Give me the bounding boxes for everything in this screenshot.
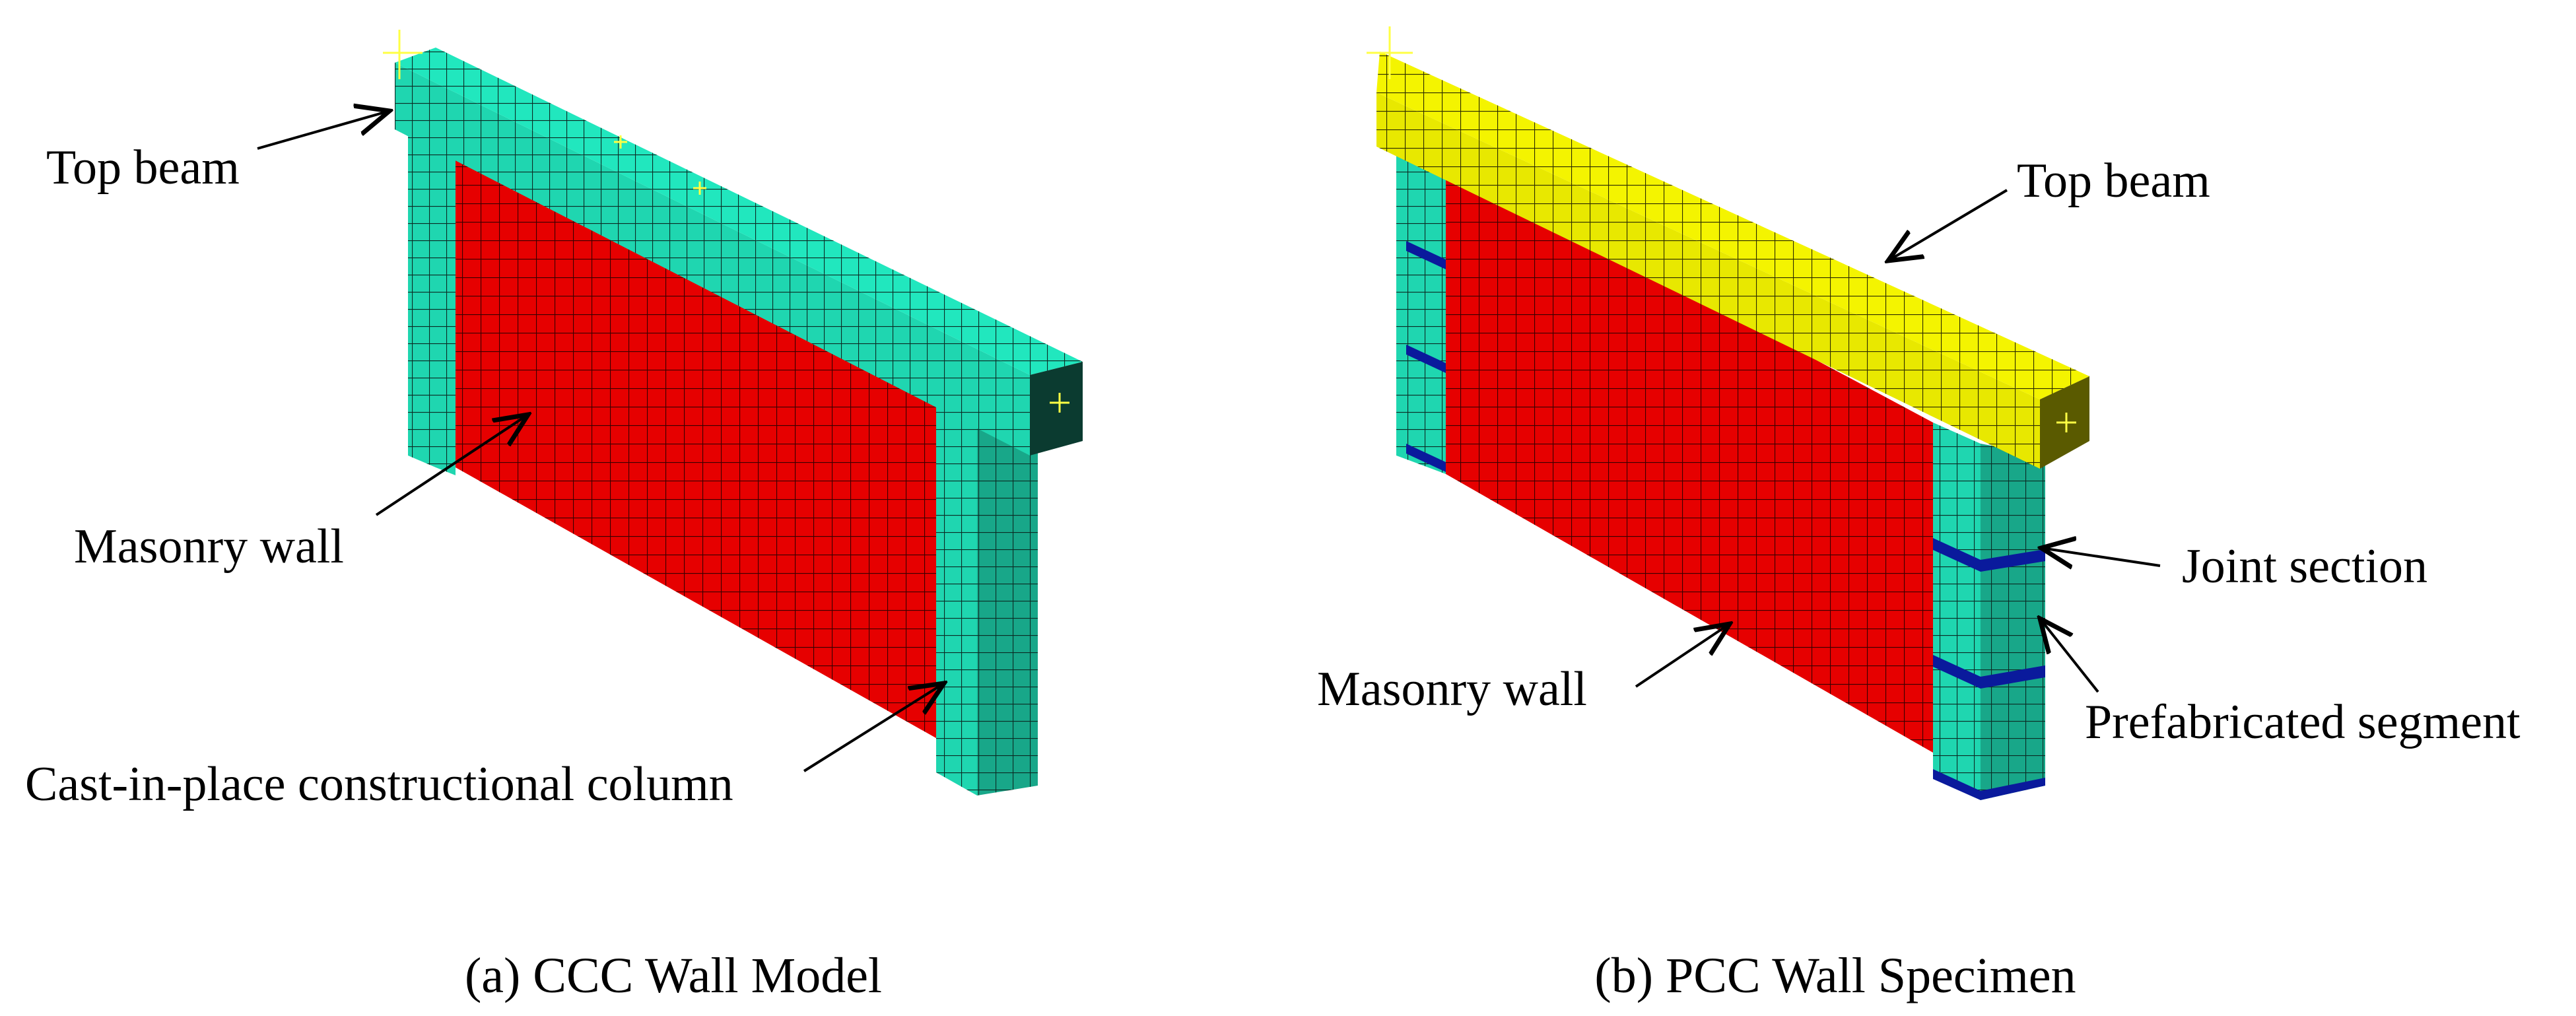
- ccc-label-column: Cast-in-place constructional column: [25, 757, 733, 811]
- pcc-label-top-beam: Top beam: [2017, 154, 2210, 208]
- reference-points: [1367, 26, 2076, 432]
- ccc-label-top-beam: Top beam: [46, 141, 240, 195]
- pcc-label-joint-section: Joint section: [2182, 539, 2427, 593]
- ccc-wall-model: [383, 30, 1083, 796]
- pcc-right-joint-2: [1933, 655, 2045, 689]
- pcc-left-joint-1: [1406, 241, 1446, 269]
- pcc-right-joint-3: [1933, 769, 2045, 800]
- caption-panel-b: (b) PCC Wall Specimen: [1594, 948, 2076, 1003]
- ccc-label-masonry-wall: Masonry wall: [74, 520, 344, 574]
- pcc-left-joint-3: [1406, 444, 1446, 472]
- caption-panel-a: (a) CCC Wall Model: [465, 948, 882, 1003]
- pcc-right-joint-1: [1933, 538, 2045, 572]
- pcc-wall-specimen: [1367, 26, 2089, 800]
- reference-points: [383, 30, 1069, 413]
- pcc-label-prefab-segment: Prefabricated segment: [2085, 695, 2521, 749]
- pcc-label-masonry-wall: Masonry wall: [1317, 662, 1587, 716]
- pcc-left-joint-2: [1406, 345, 1446, 373]
